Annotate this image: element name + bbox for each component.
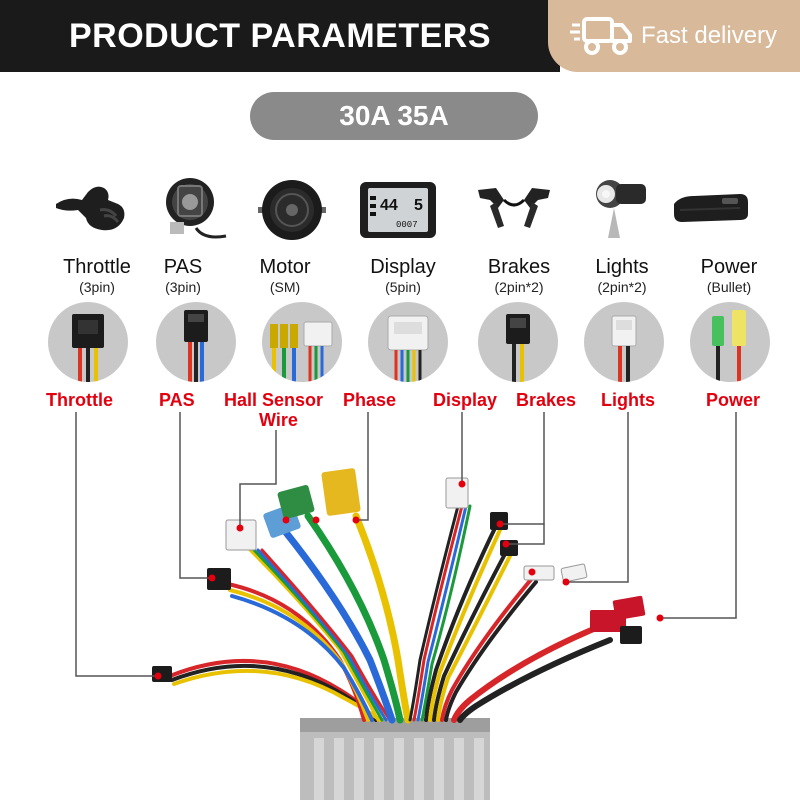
component-name-display: Display [370, 256, 436, 278]
throttle-icon [56, 186, 125, 231]
wire-label-display: Display [433, 390, 498, 410]
power-connector [690, 302, 770, 382]
motor-connector [262, 302, 342, 382]
wire-label-pas: PAS [159, 390, 195, 410]
component-spec-brakes: (2pin*2) [494, 279, 544, 295]
component-spec-lights: (2pin*2) [597, 279, 647, 295]
component-spec-motor: (SM) [269, 279, 301, 295]
component-name-throttle: Throttle [63, 256, 131, 278]
amp-rating-pill: 30A 35A [250, 92, 538, 140]
wire-label-brakes: Brakes [516, 390, 577, 410]
amp-rating-text: 30A 35A [339, 100, 449, 131]
wire-label-hall-sensor-line1: Hall Sensor [224, 390, 324, 410]
wire-label-hall-sensor-line2: Wire [259, 410, 298, 430]
component-spec-pas: (3pin) [165, 279, 201, 295]
component-name-power: Power [700, 256, 758, 278]
lcd-display-icon: 44 5 0007 [360, 182, 436, 238]
hub-motor-icon [258, 180, 326, 240]
wire-label-power: Power [706, 390, 761, 410]
wire-label-lights: Lights [601, 390, 655, 410]
display-level-readout: 5 [414, 197, 423, 214]
brakes-connector [478, 302, 558, 382]
pas-sensor-icon [166, 178, 227, 239]
pas-connector [156, 302, 236, 382]
headlight-icon [596, 180, 646, 238]
battery-icon [674, 194, 748, 222]
display-speed-readout: 44 [380, 197, 398, 214]
component-name-lights: Lights [595, 256, 649, 278]
harness-connectors [152, 468, 646, 682]
component-spec-power: (Bullet) [706, 279, 752, 295]
leader-lines [75, 412, 737, 677]
lights-connector [584, 302, 664, 382]
component-spec-throttle: (3pin) [79, 279, 115, 295]
wire-label-phase: Phase [343, 390, 397, 410]
component-spec-display: (5pin) [385, 279, 421, 295]
brake-levers-icon [478, 188, 550, 228]
page-title: PRODUCT PARAMETERS [68, 17, 492, 55]
controller-box [300, 718, 490, 800]
delivery-truck-icon [570, 17, 632, 55]
display-odo-readout: 0007 [396, 220, 418, 230]
fast-delivery-badge: Fast delivery [548, 0, 800, 72]
display-connector [368, 302, 448, 382]
throttle-connector [48, 302, 128, 382]
wire-bundle [168, 504, 613, 724]
component-name-motor: Motor [259, 256, 311, 278]
component-name-brakes: Brakes [487, 256, 551, 278]
wire-label-throttle: Throttle [46, 390, 113, 410]
fast-delivery-label: Fast delivery [641, 22, 778, 49]
header-bar [0, 0, 560, 72]
leader-dots [154, 480, 664, 680]
component-name-pas: PAS [163, 256, 203, 278]
